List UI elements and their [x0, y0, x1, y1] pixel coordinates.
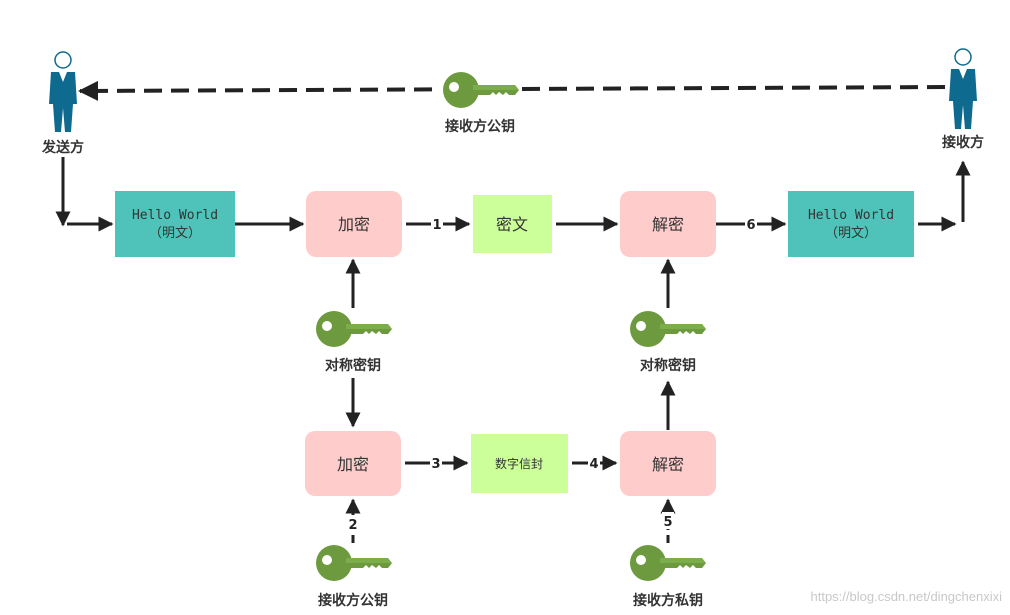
bottom-key-right: 接收方私钥: [630, 545, 706, 609]
step-3-label: 3: [431, 457, 440, 472]
bottom-key-left-icon: [316, 545, 392, 581]
ciphertext-box: 密文: [473, 195, 552, 253]
sym-key-right: 对称密钥: [630, 311, 706, 374]
receiver-person-icon: [948, 48, 978, 130]
step-1-label: 1: [432, 218, 441, 233]
decrypt-bottom-label: 解密: [652, 455, 684, 474]
encrypt-bottom-box: 加密: [305, 431, 401, 496]
sender-person-icon: [48, 51, 78, 133]
step-4-label: 4: [589, 457, 598, 472]
step-6-label: 6: [746, 218, 755, 233]
top-key-label: 接收方公钥: [445, 118, 515, 135]
bottom-key-right-icon: [630, 545, 706, 581]
decrypt-top-label: 解密: [652, 215, 684, 234]
plaintext-left-line2: （明文）: [149, 226, 201, 241]
digital-envelope-label: 数字信封: [495, 456, 543, 471]
ciphertext-label: 密文: [496, 215, 528, 234]
plaintext-right-line2: （明文）: [825, 226, 877, 241]
watermark-text: https://blog.csdn.net/dingchenxixi: [810, 589, 1002, 604]
bottom-key-right-label: 接收方私钥: [633, 592, 703, 609]
encrypt-top-label: 加密: [338, 215, 370, 234]
plaintext-right-line1: Hello World: [808, 208, 894, 223]
plaintext-left-box: Hello World （明文）: [115, 191, 235, 257]
sym-key-left-label: 对称密钥: [325, 357, 381, 374]
decrypt-bottom-box: 解密: [620, 431, 716, 496]
encrypt-top-box: 加密: [306, 191, 402, 257]
decrypt-top-box: 解密: [620, 191, 716, 257]
bottom-key-left-label: 接收方公钥: [318, 592, 388, 609]
encrypt-bottom-label: 加密: [337, 455, 369, 474]
plaintext-left-line1: Hello World: [132, 208, 218, 223]
sym-key-right-icon: [630, 311, 706, 347]
sym-key-right-label: 对称密钥: [640, 357, 696, 374]
step-5-label: 5: [663, 515, 672, 530]
bottom-key-left: 接收方公钥: [316, 545, 392, 609]
receiver-label: 接收方: [942, 134, 984, 151]
sym-key-left: 对称密钥: [316, 311, 392, 374]
sender-label: 发送方: [41, 139, 84, 156]
sym-key-left-icon: [316, 311, 392, 347]
top-key: 接收方公钥: [440, 70, 522, 135]
plaintext-right-box: Hello World （明文）: [788, 191, 914, 257]
receiver-person: 接收方: [942, 48, 984, 151]
step-2-label: 2: [348, 518, 357, 533]
sender-person: 发送方: [41, 51, 84, 156]
digital-envelope-box: 数字信封: [471, 434, 568, 493]
